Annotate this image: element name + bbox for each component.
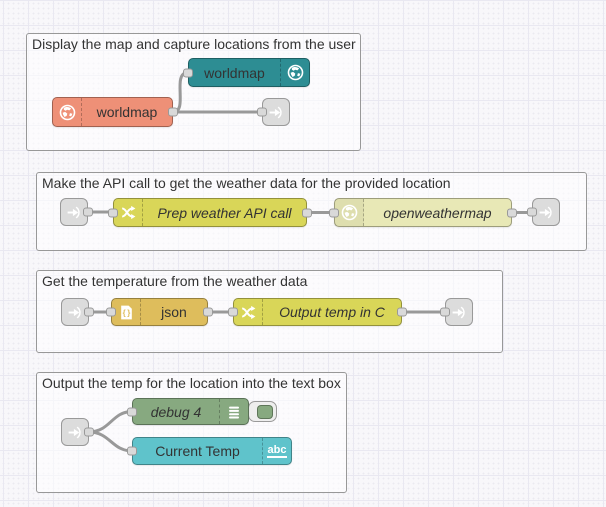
input-port[interactable] bbox=[440, 307, 450, 317]
text-abc-icon: abc bbox=[262, 438, 291, 464]
input-port[interactable] bbox=[329, 208, 339, 217]
node-link-in[interactable] bbox=[61, 418, 94, 446]
link-arrow-icon bbox=[269, 106, 282, 118]
group-title: Make the API call to get the weather dat… bbox=[42, 175, 451, 191]
input-port[interactable] bbox=[228, 307, 238, 317]
svg-text:{ }: { } bbox=[122, 308, 130, 317]
node-change-prep-weather[interactable]: Prep weather API call bbox=[108, 198, 312, 227]
node-link-in[interactable] bbox=[61, 298, 94, 326]
node-change-output-temp[interactable]: Output temp in C bbox=[228, 298, 407, 326]
input-port[interactable] bbox=[183, 68, 193, 77]
output-port[interactable] bbox=[84, 427, 94, 437]
node-debug[interactable]: debug 4 bbox=[127, 398, 249, 425]
change-shuffle-icon bbox=[234, 299, 263, 325]
input-port[interactable] bbox=[527, 207, 537, 217]
wire[interactable] bbox=[87, 430, 134, 453]
node-worldmap-out[interactable]: worldmap bbox=[183, 58, 310, 87]
output-port[interactable] bbox=[84, 307, 94, 317]
node-label: openweathermap bbox=[383, 204, 492, 221]
group-title: Display the map and capture locations fr… bbox=[32, 36, 356, 52]
link-arrow-icon bbox=[539, 206, 552, 218]
node-link-out[interactable] bbox=[527, 198, 560, 226]
node-label: worldmap bbox=[204, 64, 265, 81]
output-port[interactable] bbox=[203, 307, 213, 317]
input-port[interactable] bbox=[257, 107, 267, 117]
link-arrow-icon bbox=[68, 306, 81, 318]
input-port[interactable] bbox=[127, 446, 137, 456]
wire[interactable] bbox=[171, 71, 190, 114]
node-label: Prep weather API call bbox=[157, 204, 292, 221]
node-label: Current Temp bbox=[155, 443, 240, 459]
group-title: Get the temperature from the weather dat… bbox=[42, 273, 308, 289]
wire[interactable] bbox=[87, 410, 134, 434]
group-display-map[interactable]: Display the map and capture locations fr… bbox=[26, 33, 361, 151]
debug-toggle-indicator bbox=[257, 404, 273, 419]
json-braces-icon: { } bbox=[112, 299, 141, 325]
debug-sidebar-icon bbox=[219, 399, 248, 424]
node-label: debug 4 bbox=[150, 403, 202, 420]
node-link-in[interactable] bbox=[60, 198, 93, 226]
globe-icon bbox=[53, 98, 82, 126]
node-link-out[interactable] bbox=[257, 98, 290, 126]
node-label: json bbox=[161, 304, 187, 320]
node-openweathermap[interactable]: openweathermap bbox=[329, 198, 517, 227]
globe-icon bbox=[335, 199, 364, 226]
input-port[interactable] bbox=[108, 208, 118, 217]
group-output-temp[interactable]: Output the temp for the location into th… bbox=[36, 372, 347, 493]
group-title: Output the temp for the location into th… bbox=[42, 375, 341, 391]
link-arrow-icon bbox=[452, 306, 465, 318]
node-link-out[interactable] bbox=[440, 298, 473, 326]
link-arrow-icon bbox=[67, 206, 80, 218]
link-arrow-icon bbox=[68, 426, 81, 438]
output-port[interactable] bbox=[83, 207, 93, 217]
input-port[interactable] bbox=[127, 407, 137, 416]
output-port[interactable] bbox=[302, 208, 312, 217]
input-port[interactable] bbox=[106, 307, 116, 317]
output-port[interactable] bbox=[168, 107, 178, 117]
node-worldmap-in[interactable]: worldmap bbox=[52, 97, 178, 127]
output-port[interactable] bbox=[397, 307, 407, 317]
globe-icon bbox=[280, 59, 309, 86]
node-ui-text-current-temp[interactable]: Current Temp abc bbox=[127, 437, 292, 465]
node-label: worldmap bbox=[96, 104, 158, 120]
debug-toggle-button[interactable] bbox=[248, 401, 277, 422]
output-port[interactable] bbox=[507, 208, 517, 217]
node-json[interactable]: { } json bbox=[106, 298, 213, 326]
change-shuffle-icon bbox=[114, 199, 143, 226]
node-label: Output temp in C bbox=[279, 304, 385, 320]
